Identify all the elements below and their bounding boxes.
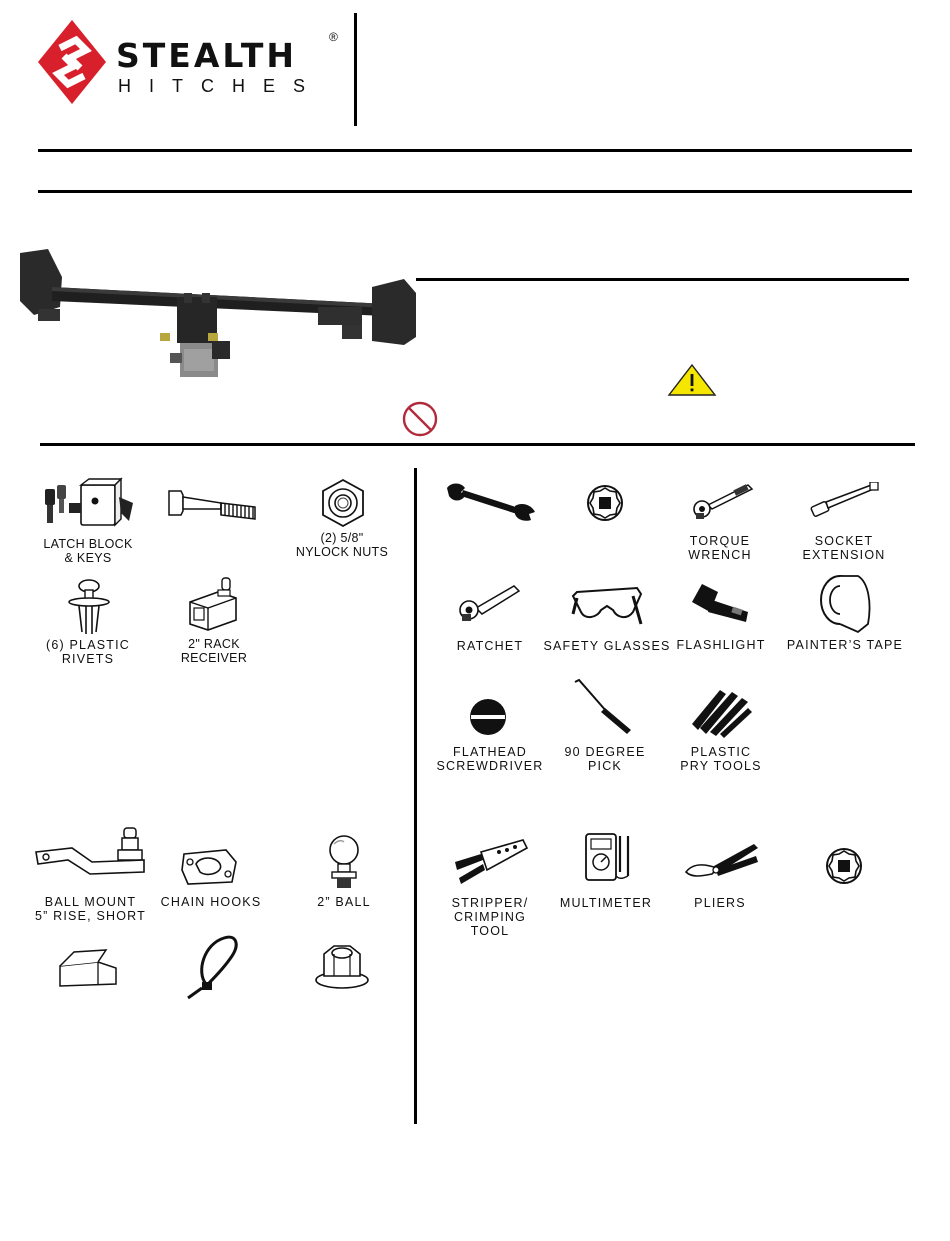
tool-label: PLASTIC PRY TOOLS bbox=[680, 745, 762, 773]
section-rule-full bbox=[40, 443, 915, 446]
tool-label: TORQUE WRENCH bbox=[688, 534, 752, 562]
ratchet-icon bbox=[459, 585, 521, 621]
brand-logo: STEALTH ® HITCHES bbox=[36, 18, 346, 110]
chain-hooks-icon bbox=[181, 849, 237, 885]
hitch-product-image bbox=[20, 249, 416, 377]
header-divider bbox=[354, 13, 357, 126]
tool-label: PAINTER’S TAPE bbox=[786, 638, 904, 652]
tool-label: PLIERS bbox=[694, 896, 746, 910]
rack-receiver-icon bbox=[189, 577, 237, 631]
part-label: 2” BALL bbox=[317, 895, 371, 909]
flange-nut-icon bbox=[315, 945, 369, 989]
crimping-tool-icon bbox=[455, 839, 529, 884]
title-rule-bottom bbox=[38, 190, 912, 193]
zip-tie-icon bbox=[187, 935, 238, 1000]
safety-glasses-icon bbox=[571, 586, 643, 625]
pick-tool-icon bbox=[574, 678, 631, 734]
painters-tape-icon bbox=[820, 575, 871, 634]
parts-list: LATCH BLOCK & KEYS (2) 5/8" NYLOCK NUTS … bbox=[0, 0, 415, 1241]
socket-icon bbox=[826, 848, 862, 884]
column-divider bbox=[414, 468, 417, 1124]
tool-label: STRIPPER/ CRIMPING TOOL bbox=[451, 896, 529, 938]
brand-name: STEALTH bbox=[116, 36, 298, 75]
plastic-rivet-icon bbox=[68, 579, 110, 634]
part-label: 2" RACK RECEIVER bbox=[180, 637, 248, 665]
latch-block-icon bbox=[45, 477, 133, 527]
open-end-wrench-icon bbox=[447, 483, 535, 521]
pry-tools-icon bbox=[692, 690, 752, 738]
flashlight-icon bbox=[692, 584, 748, 622]
stealth-logo-mark-icon bbox=[38, 20, 106, 104]
part-label: (2) 5/8" NYLOCK NUTS bbox=[295, 531, 389, 559]
brand-registered: ® bbox=[329, 30, 338, 44]
prohibited-icon bbox=[402, 401, 438, 437]
ball-mount-icon bbox=[35, 827, 145, 875]
box-icon bbox=[59, 949, 117, 987]
tool-label: SAFETY GLASSES bbox=[543, 639, 671, 653]
hitch-ball-icon bbox=[329, 835, 359, 888]
part-label: BALL MOUNT 5” RISE, SHORT bbox=[34, 895, 147, 923]
pliers-icon bbox=[684, 844, 758, 877]
torque-wrench-icon bbox=[693, 484, 754, 519]
warning-icon bbox=[667, 363, 717, 396]
tools-list: TORQUE WRENCH SOCKET EXTENSION RATCHET S… bbox=[418, 0, 950, 1241]
part-label: (6) PLASTIC RIVETS bbox=[45, 638, 131, 666]
section-rule-right bbox=[416, 278, 909, 281]
bolt-icon bbox=[168, 490, 256, 520]
multimeter-icon bbox=[585, 833, 630, 881]
socket-extension-icon bbox=[810, 482, 879, 517]
part-label: LATCH BLOCK & KEYS bbox=[43, 537, 133, 565]
nylock-nut-icon bbox=[322, 478, 364, 528]
tool-label: FLATHEAD SCREWDRIVER bbox=[436, 745, 544, 773]
tool-label: SOCKET EXTENSION bbox=[802, 534, 886, 562]
tool-label: FLASHLIGHT bbox=[676, 638, 766, 652]
flathead-screwdriver-icon bbox=[470, 699, 506, 735]
tool-label: MULTIMETER bbox=[559, 896, 653, 910]
part-label: CHAIN HOOKS bbox=[160, 895, 262, 909]
tool-label: RATCHET bbox=[456, 639, 524, 653]
title-rule-top bbox=[38, 149, 912, 152]
socket-icon bbox=[587, 485, 623, 521]
brand-sub: HITCHES bbox=[118, 76, 324, 96]
tool-label: 90 DEGREE PICK bbox=[564, 745, 646, 773]
